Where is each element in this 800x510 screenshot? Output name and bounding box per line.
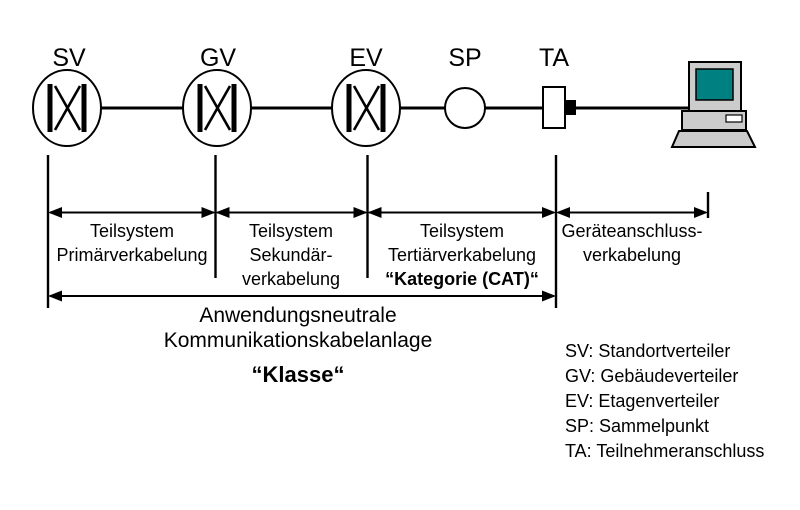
segment-text: Teilsystem	[420, 221, 504, 241]
node-ev: EV	[331, 44, 401, 147]
segment-text: Geräteanschluss-	[561, 221, 702, 241]
keyboard-icon	[670, 130, 757, 148]
legend: SV: Standortverteiler GV: Gebäudeverteil…	[565, 341, 764, 461]
class-highlight-text: “Klasse“	[252, 362, 345, 387]
node-sv: SV	[32, 44, 102, 147]
category-highlight-text: “Kategorie (CAT)“	[385, 269, 539, 289]
legend-item-ta: TA: Teilnehmeranschluss	[565, 441, 764, 461]
node-gv-label: GV	[200, 44, 236, 72]
segment-text: verkabelung	[242, 269, 340, 289]
segment-label-secondary: Teilsystem Sekundär- verkabelung	[242, 221, 340, 289]
overall-text: Kommunikationskabelanlage	[164, 329, 433, 352]
legend-item-gv: GV: Gebäudeverteiler	[565, 366, 738, 386]
outlet-box-icon	[542, 86, 566, 129]
arrow-primary	[48, 207, 216, 218]
distributor-ixi-icon	[346, 84, 386, 132]
overall-text: Anwendungsneutrale	[199, 304, 396, 327]
node-ta-label: TA	[539, 44, 569, 72]
arrow-device-attachment	[556, 207, 708, 218]
legend-item-sp: SP: Sammelpunkt	[565, 416, 709, 436]
computer-icon	[670, 61, 757, 148]
node-gv: GV	[182, 44, 252, 147]
segment-text: Tertiärverkabelung	[388, 245, 536, 265]
consolidation-point-circle-icon	[444, 87, 486, 129]
segment-text: Teilsystem	[90, 221, 174, 241]
node-ta: TA	[539, 44, 576, 129]
segment-text: verkabelung	[583, 245, 681, 265]
arrow-secondary	[215, 207, 368, 218]
legend-item-ev: EV: Etagenverteiler	[565, 391, 719, 411]
arrow-overall	[48, 290, 556, 302]
node-sv-label: SV	[52, 44, 86, 72]
segment-label-tertiary: Teilsystem Tertiärverkabelung “Kategorie…	[385, 221, 539, 289]
plug-icon	[565, 100, 576, 115]
segment-text: Primärverkabelung	[56, 245, 207, 265]
overall-label: Anwendungsneutrale Kommunikationskabelan…	[164, 304, 433, 387]
node-sp: SP	[444, 44, 486, 129]
disk-slot-icon	[725, 114, 743, 123]
node-sp-label: SP	[448, 44, 481, 72]
segment-label-primary: Teilsystem Primärverkabelung	[56, 221, 207, 265]
segment-text: Teilsystem	[249, 221, 333, 241]
distributor-ixi-icon	[197, 84, 237, 132]
dimension-ticks	[46, 155, 710, 308]
segment-text: Sekundär-	[249, 245, 332, 265]
distributor-ixi-icon	[47, 84, 87, 132]
legend-item-sv: SV: Standortverteiler	[565, 341, 730, 361]
segment-label-device-attachment: Geräteanschluss- verkabelung	[561, 221, 702, 265]
screen-icon	[695, 68, 734, 101]
arrow-tertiary	[367, 207, 556, 218]
node-ev-label: EV	[349, 44, 383, 72]
